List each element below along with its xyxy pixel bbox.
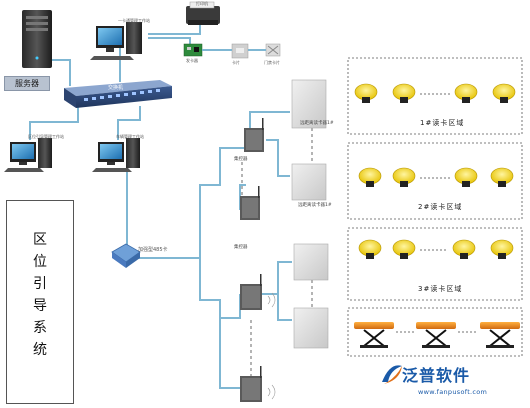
zone-2-label: 2#读卡区域: [418, 203, 463, 211]
card-label-2: 门禁卡片: [264, 60, 280, 65]
printer-label: 打印机: [196, 1, 208, 6]
reader-panel-3-icon: [293, 243, 329, 281]
card-label-1: 卡片: [232, 60, 240, 65]
workstation-left-icon: [4, 138, 52, 172]
top-workstation-label: 一卡通管理工作站: [118, 18, 150, 23]
controller-2-icon: [240, 186, 260, 220]
card-issuer-label: 发卡器: [186, 58, 198, 63]
zone-1-indicators: [354, 83, 516, 103]
side-system-title: 区 位 引 导 系 统: [7, 229, 73, 361]
parking-lock-icons: [354, 322, 520, 348]
reader-panel-1-icon: [291, 79, 327, 129]
reader-label-1: 远距离读卡器1#: [300, 121, 334, 126]
workstation-top-icon: [90, 22, 142, 60]
controller-label-2: 集控器: [234, 245, 248, 250]
printer-icon: [186, 1, 220, 25]
controller-4-icon: [240, 366, 262, 402]
side-title-char: 位: [33, 254, 47, 270]
controller-1-icon: [244, 118, 264, 152]
reader-panel-2-icon: [291, 163, 327, 201]
controller-label-1: 集控器: [234, 157, 248, 162]
side-title-char: 区: [33, 232, 47, 248]
zone-2-indicators: [358, 167, 514, 187]
reader-label-2: 远距离读卡器1#: [298, 203, 332, 208]
reader-panel-4-icon: [293, 307, 329, 349]
side-title-char: 统: [33, 342, 47, 358]
server-tower-icon: [22, 10, 52, 68]
side-title-char: 引: [33, 276, 47, 292]
side-system-panel: 区 位 引 导 系 统: [6, 200, 74, 404]
rs485-converter-icon: [111, 243, 141, 268]
zone-3-indicators: [358, 239, 514, 259]
workstation-right-icon: [92, 138, 140, 172]
brand-url: www.fanpusoft.com: [418, 388, 488, 396]
switch-label: 交换机: [108, 85, 124, 91]
brand-logo-icon: [382, 365, 402, 384]
brand-name: 泛普软件: [402, 366, 471, 385]
zone-1-label: 1#读卡区域: [420, 119, 465, 127]
side-title-char: 导: [33, 298, 47, 314]
workstation-left-label: 区位引导管理工作站: [28, 134, 64, 139]
dashed-links: [241, 128, 313, 376]
workstation-right-label: 车辆管理工作站: [116, 134, 144, 139]
card-reader-box-icon: [231, 43, 249, 59]
side-title-char: 系: [33, 320, 47, 336]
wireless-wave-icons: [267, 292, 276, 400]
zone-3-label: 3#读卡区域: [418, 285, 463, 293]
zone-boxes: [347, 57, 523, 357]
converter-label: 加强型485卡: [138, 247, 168, 253]
card-icon: [265, 43, 281, 57]
server-label: 服务器: [4, 76, 50, 91]
network-switch-icon: [64, 80, 172, 108]
controller-3-icon: [240, 274, 262, 310]
card-issuer-board-icon: [183, 43, 203, 57]
